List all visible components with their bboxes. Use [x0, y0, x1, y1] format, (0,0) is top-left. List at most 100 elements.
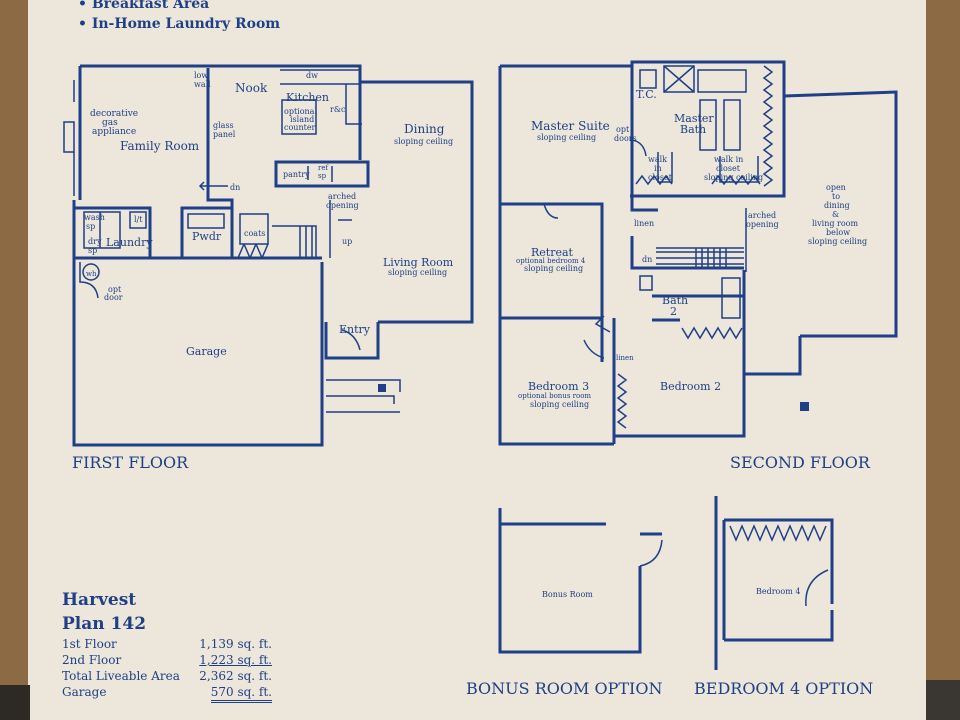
water-heater-label: wh [86, 270, 97, 278]
laundry-label: Laundry [106, 236, 153, 249]
laundry-tub-label: l/t [134, 215, 143, 224]
washer-label-1: wash [84, 213, 105, 222]
dining-label: Dining [404, 122, 445, 136]
master-bath-label-1: Master [674, 112, 714, 125]
sqft-row: Total Liveable Area 2,362 sq. ft. [62, 668, 272, 684]
second-floor-details [543, 65, 759, 359]
brochure-page [28, 0, 926, 720]
toilet-closet-label: T.C. [636, 88, 657, 101]
feature-item: • In-Home Laundry Room [78, 16, 281, 32]
plan-number: Plan 142 [62, 614, 147, 634]
fireplace-label-1: decorative [90, 109, 138, 119]
bonus-room-label: Bonus Room [542, 590, 593, 599]
open-to-label-6: below [826, 228, 850, 237]
glass-panel-label-1: glass [213, 121, 234, 130]
living-sub-label: sloping ceiling [388, 268, 447, 277]
dryer-label-2: sp [88, 246, 97, 255]
opt-doors-label-1: opt [616, 125, 630, 134]
sqft-row: 1st Floor 1,139 sq. ft. [62, 636, 272, 652]
arched-label-2: opening [326, 201, 359, 210]
bedroom4-closet [729, 524, 827, 542]
ref-label-2: sp [318, 172, 327, 180]
glass-panel-label-2: panel [213, 130, 236, 139]
washer-label-2: sp [86, 222, 95, 231]
bedroom2-label: Bedroom 2 [660, 380, 721, 393]
master-sub-label: sloping ceiling [537, 133, 596, 142]
low-wall-label-1: low [194, 71, 208, 80]
column-marker [378, 384, 386, 392]
feature-list: • Breakfast Area • In-Home Laundry Room [78, 0, 280, 34]
sqft-value: 570 sq. ft. [210, 684, 272, 703]
opt-doors-label-2: doors [614, 134, 637, 143]
desk-shadow-right [926, 680, 960, 720]
open-to-label-2: to [832, 192, 840, 201]
first-floor-labels: decorative gas appliance Family Room low… [84, 71, 454, 358]
sqft-value: 1,139 sq. ft. [199, 637, 272, 651]
first-floor-title: FIRST FLOOR [72, 453, 189, 472]
bedroom4-door-swing [805, 569, 829, 607]
pantry-label: pantry [283, 170, 310, 179]
fireplace-label-2: gas [102, 118, 118, 128]
sqft-label: 1st Floor [62, 637, 117, 651]
open-to-label-7: sloping ceiling [808, 237, 867, 246]
bonus-room-walls [498, 508, 662, 654]
arched-2-label-1: arched [748, 211, 776, 220]
entry-label: Entry [339, 323, 371, 336]
island-label-2: island [290, 115, 314, 124]
retreat-label: Retreat [531, 246, 574, 259]
island-label-3: counter [284, 123, 316, 132]
low-wall-label-2: wall [194, 80, 211, 89]
sqft-value: 1,223 sq. ft. [199, 653, 272, 667]
dining-sub-label: sloping ceiling [394, 137, 453, 146]
opt-door-label-1: opt [108, 285, 122, 294]
first-floor-hatch [237, 243, 269, 259]
walk-in-2-label-2: closet [716, 164, 741, 173]
sqft-row: Garage 570 sq. ft. [62, 684, 272, 703]
bonus-option-title: BONUS ROOM OPTION [466, 679, 662, 698]
fireplace-label-3: appliance [92, 127, 136, 137]
bath2-label-2: 2 [670, 305, 677, 318]
second-floor-labels: Master Suite sloping ceiling opt doors T… [516, 88, 867, 409]
open-to-label-5: living room [812, 219, 858, 228]
master-bath-label-2: Bath [680, 123, 706, 136]
sqft-label: 2nd Floor [62, 653, 122, 667]
retreat-sub-label-1: optional bedroom 4 [516, 257, 586, 265]
walk-in-1-label-2: in [654, 164, 662, 173]
open-to-label-4: & [832, 210, 839, 219]
walk-in-1-label-1: walk [648, 155, 667, 164]
bedroom4-walls [714, 496, 834, 670]
walk-in-2-label-1: walk in [714, 155, 743, 164]
first-floor-details [63, 69, 401, 413]
bedroom3-sub-label-1: optional bonus room [518, 392, 591, 400]
master-suite-label: Master Suite [531, 119, 610, 133]
second-floor-title: SECOND FLOOR [730, 453, 871, 472]
kitchen-label: Kitchen [286, 91, 329, 104]
sqft-value: 2,362 sq. ft. [199, 669, 272, 683]
family-room-label: Family Room [120, 139, 200, 153]
powder-room-label: Pwdr [192, 230, 222, 243]
ref-label-1: ref [318, 164, 329, 172]
sqft-label: Garage [62, 685, 107, 699]
bath2-label-1: Bath [662, 294, 688, 307]
linen-label: linen [634, 219, 654, 228]
column-marker-2 [800, 402, 809, 411]
bonus-door-swing [639, 539, 663, 567]
opt-door-label-2: door [104, 293, 123, 302]
walk-in-1-label-3: closet [648, 173, 673, 182]
plan-summary: Harvest Plan 142 1st Floor 1,139 sq. ft.… [62, 588, 272, 703]
range-label: r&c [330, 105, 346, 114]
sqft-label: Total Liveable Area [62, 669, 180, 683]
first-floor-walls [72, 64, 474, 447]
walk-in-2-label-3: sloping ceiling [704, 173, 763, 182]
island-label-1: optional [284, 107, 317, 116]
down-label: dn [230, 183, 240, 192]
linen-2-label: linen [616, 354, 634, 362]
bedroom3-sub-label-2: sloping ceiling [530, 400, 589, 409]
bedroom4-option-title: BEDROOM 4 OPTION [694, 679, 873, 698]
feature-item: • Breakfast Area [78, 0, 210, 12]
coats-label: coats [244, 229, 265, 238]
dishwasher-label: dw [306, 71, 318, 80]
open-to-label-1: open [826, 183, 846, 192]
arched-label-1: arched [328, 192, 356, 201]
